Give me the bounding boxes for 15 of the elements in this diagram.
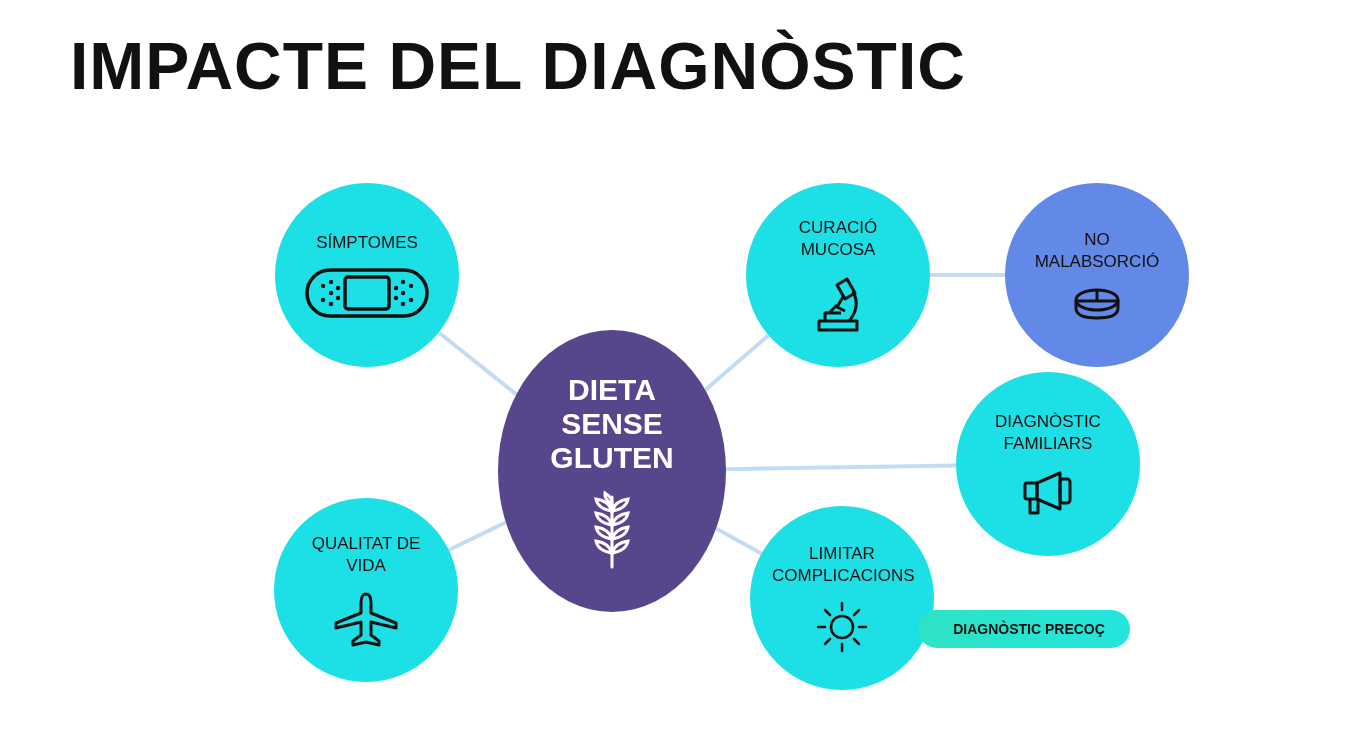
connector-line [715,526,763,556]
topic-text: SÍMPTOMES [316,232,418,254]
topic-text: DIAGNÒSTIC FAMILIARS [994,411,1102,455]
highlight-tag: DIAGNÒSTIC PRECOÇ [918,610,1130,648]
topic-text: LIMITAR COMPLICACIONS [772,543,912,587]
topic-text: NO MALABSORCIÓ [1033,229,1161,273]
connector-line [930,273,1005,277]
connector-line [704,333,770,392]
connector-line [437,330,518,396]
title: IMPACTE DEL DIAGNÒSTIC [70,28,966,104]
main-topic-text: DIETA SENSE GLUTEN [549,373,675,475]
connector-line [725,463,957,472]
connector-line [447,520,507,552]
topic-text: QUALITAT DE VIDA [310,533,422,577]
topic-text: CURACIÓ MUCOSA [797,217,879,261]
